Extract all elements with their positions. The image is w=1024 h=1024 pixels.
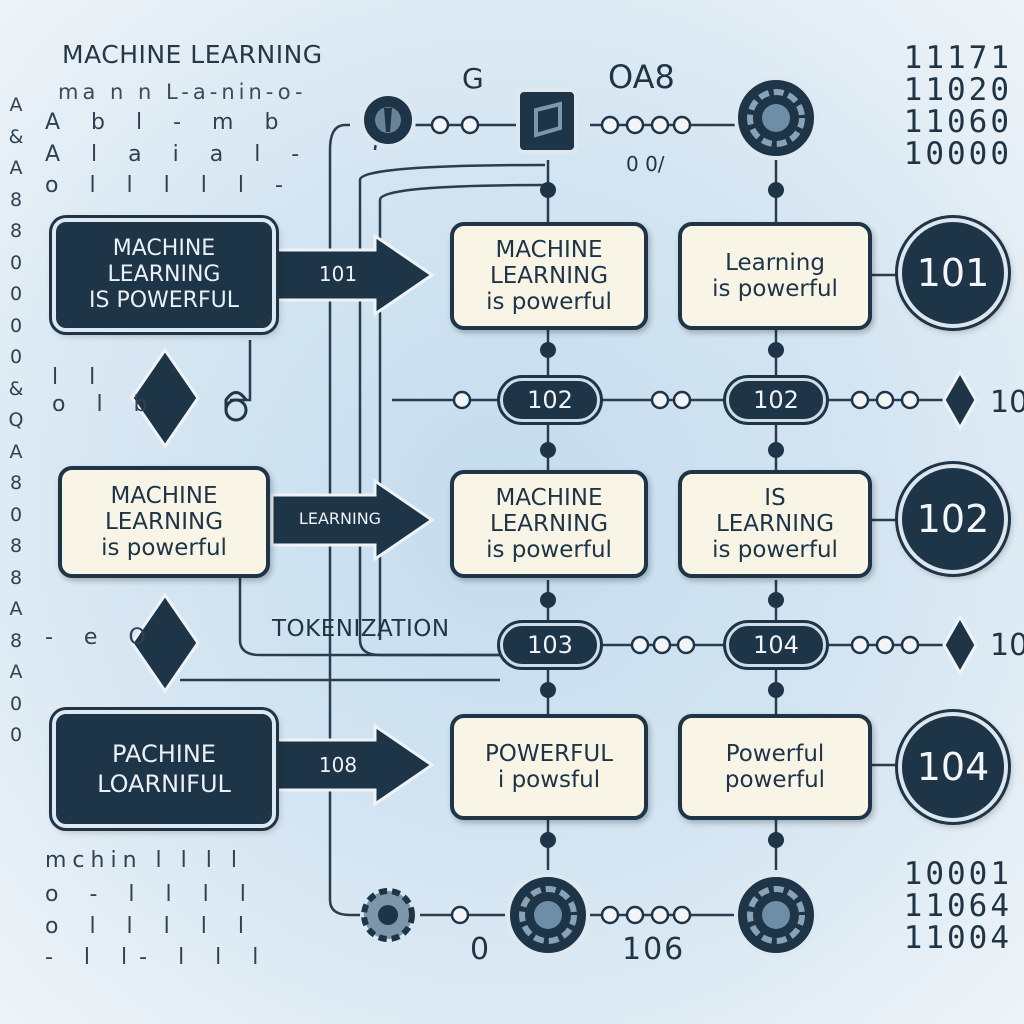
margin-glyph: Q bbox=[8, 409, 24, 431]
binary-line: 11020 bbox=[903, 72, 1012, 108]
binary-line: 11064 bbox=[903, 888, 1012, 924]
lens-gear-icon bbox=[506, 873, 590, 957]
margin-glyph: A bbox=[9, 598, 23, 620]
margin-glyph: A bbox=[9, 94, 23, 116]
tick-row-2: A l a i a l - bbox=[45, 142, 312, 167]
col1-box-3: POWERFUL i powsful bbox=[450, 714, 648, 820]
margin-glyph: 8 bbox=[9, 472, 23, 494]
binary-line: 10000 bbox=[903, 136, 1012, 172]
header-scribble: ma n n L-a-nin-o- bbox=[58, 80, 307, 104]
output-circle-3: 104 bbox=[898, 712, 1008, 822]
binary-line: 11004 bbox=[903, 920, 1012, 956]
input-box-1: MACHINE LEARNING IS POWERFUL bbox=[52, 218, 276, 332]
margin-glyph: A bbox=[9, 661, 23, 683]
col2-box-3: Powerful powerful bbox=[678, 714, 872, 820]
binary-line: 11060 bbox=[903, 104, 1012, 140]
margin-glyph: 8 bbox=[9, 220, 23, 242]
tick-row-5: o l b bbox=[52, 392, 160, 417]
token-pill-row2-left: 103 bbox=[500, 623, 600, 667]
g-label: G bbox=[462, 62, 484, 95]
side-label-1: 10 bbox=[990, 385, 1024, 420]
tick-row-bottom-1: mchin l l l l bbox=[45, 848, 243, 873]
margin-glyph: 0 bbox=[9, 503, 23, 526]
pin-gear-icon bbox=[360, 92, 416, 148]
lens-gear-icon bbox=[734, 873, 818, 957]
col2-box-1: Learning is powerful bbox=[678, 222, 872, 330]
tick-row-1: A b l - m b bbox=[45, 110, 291, 135]
diamond-1 bbox=[130, 347, 200, 449]
token-pill-row1-left: 102 bbox=[500, 378, 600, 422]
tick-row-3: o l l l l l - bbox=[45, 173, 295, 198]
margin-glyph: 0 bbox=[9, 724, 23, 746]
lens-gear-icon bbox=[734, 76, 818, 160]
margin-glyph: 8 bbox=[9, 535, 23, 557]
col1-box-1: MACHINE LEARNING is powerful bbox=[450, 222, 648, 330]
tick-row-6: - e O bbox=[45, 625, 158, 650]
side-label-2: 10 bbox=[990, 628, 1024, 663]
token-pill-row2-right: 104 bbox=[726, 623, 826, 667]
margin-glyph: 0 bbox=[9, 346, 23, 368]
document-icon bbox=[516, 88, 578, 154]
col2-box-2: IS LEARNING is powerful bbox=[678, 470, 872, 578]
lock-icon bbox=[224, 391, 248, 422]
col1-box-2: MACHINE LEARNING is powerful bbox=[450, 470, 648, 578]
oab-label: OA8 bbox=[608, 58, 675, 96]
input-box-2: MACHINE LEARNING is powerful bbox=[58, 466, 270, 578]
binary-block-bottom: 10001 11064 11004 bbox=[842, 858, 1012, 954]
margin-glyph: 0 bbox=[9, 314, 23, 337]
diamond-4 bbox=[942, 613, 978, 677]
bottom-right-label: 106 bbox=[622, 932, 686, 967]
binary-line: 10001 bbox=[903, 856, 1012, 892]
tick-row-bottom-3: o l l l l l bbox=[45, 914, 256, 939]
arrow-3 bbox=[270, 723, 435, 807]
binary-line: 11171 bbox=[903, 40, 1012, 76]
header-title: MACHINE LEARNING bbox=[62, 40, 323, 69]
diamond-3 bbox=[942, 368, 978, 432]
small-num-label: 0 0/ bbox=[626, 152, 665, 176]
output-circle-1: 101 bbox=[898, 218, 1008, 328]
margin-glyph: 8 bbox=[9, 566, 23, 589]
tick-row-4: l l bbox=[52, 365, 108, 390]
margin-glyph: 8 bbox=[9, 188, 23, 211]
tick-row-bottom-2: o - l l l l bbox=[45, 882, 258, 907]
arrow-1 bbox=[270, 233, 435, 317]
margin-glyph: & bbox=[8, 377, 24, 400]
diamond-2 bbox=[130, 592, 200, 694]
tick-row-bottom-4: - l l- l l l bbox=[45, 945, 271, 970]
gear-icon bbox=[361, 888, 415, 942]
arrow-3-label: 108 bbox=[318, 753, 358, 777]
margin-glyph: 0 bbox=[9, 283, 23, 305]
margin-glyph: A bbox=[9, 157, 23, 179]
tokenization-label: TOKENIZATION bbox=[272, 616, 450, 642]
margin-glyph: 8 bbox=[9, 629, 23, 652]
margin-glyph: & bbox=[8, 125, 24, 148]
margin-glyph: 0 bbox=[9, 692, 23, 715]
binary-block-top: 11171 11020 11060 10000 bbox=[842, 42, 1012, 170]
input-box-3: PACHINE LOARNIFUL bbox=[52, 710, 276, 828]
arrow-2 bbox=[270, 478, 435, 562]
arrow-2-label: LEARNING bbox=[298, 509, 382, 528]
output-circle-2: 102 bbox=[898, 464, 1008, 574]
arrow-1-label: 101 bbox=[318, 262, 358, 286]
token-pill-row1-right: 102 bbox=[726, 378, 826, 422]
margin-glyph: 0 bbox=[9, 251, 23, 274]
bottom-left-label: 0 bbox=[470, 932, 490, 967]
margin-glyph: A bbox=[9, 440, 23, 463]
